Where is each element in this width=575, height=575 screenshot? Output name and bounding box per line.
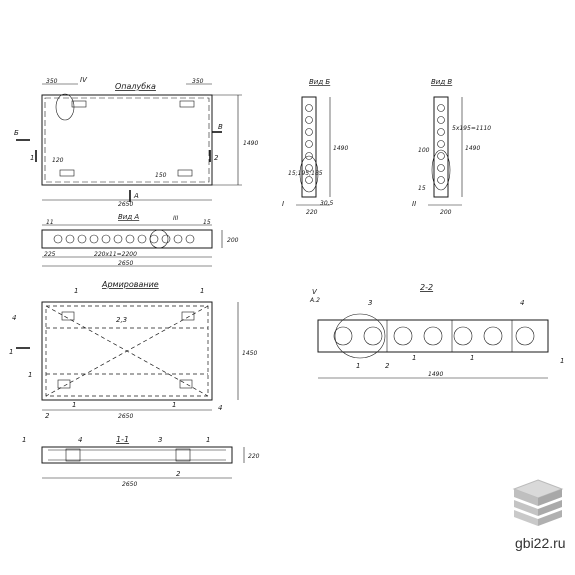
section-1-mark-r: 1	[9, 348, 13, 356]
brand-site-label[interactable]: gbi22.ru	[515, 535, 566, 551]
dim-100: 100	[418, 147, 430, 154]
node-ii-ellipse	[431, 149, 451, 191]
section-2-mark: 2	[214, 154, 219, 162]
mark-iv: IV	[80, 76, 88, 84]
node-iv-circle	[55, 93, 75, 121]
dim-220-s11: 220	[248, 453, 260, 460]
dim-1490-v: 1490	[465, 145, 480, 152]
pos-1-s11-right: 1	[206, 436, 210, 444]
mark-iii: III	[173, 215, 179, 222]
pos-1-sec-b: 1	[412, 354, 416, 362]
dim-span-a: 220х11=2200	[94, 251, 137, 258]
pos-3-sec: 3	[368, 299, 372, 307]
section-2-2-title: 2-2	[420, 283, 433, 292]
dim-15: 15	[203, 219, 211, 226]
dim-200: 200	[227, 237, 239, 244]
mark-ii: II	[412, 200, 416, 208]
dim-span-b: 15;195;185	[288, 170, 323, 177]
pos-2-bottom: 2	[45, 412, 50, 420]
mark-v-arrow: В	[218, 123, 223, 131]
pos-4-right: 4	[218, 404, 222, 412]
dim-150: 150	[155, 172, 167, 179]
pos-1-sec-d: 1	[560, 357, 564, 365]
dim-1450: 1450	[242, 350, 257, 357]
dim-305: 30,5	[320, 200, 334, 207]
reinforcement-title: Армирование	[101, 280, 159, 289]
pos-3-s11: 3	[158, 436, 162, 444]
dim-220-b: 220	[306, 209, 318, 216]
node-i-ellipse	[299, 155, 319, 193]
pos-1-s11-left: 1	[22, 436, 26, 444]
dim-span-v: 5х195=1110	[452, 125, 491, 132]
view-v-title: Вид В	[431, 78, 452, 86]
formwork-plan	[16, 83, 242, 202]
pos-1-bottom-right: 1	[172, 401, 176, 409]
mark-v-sub: A.2	[309, 297, 320, 304]
pos-1-bottom: 1	[72, 401, 76, 409]
view-b-title: Вид Б	[309, 78, 330, 86]
view-a	[41, 224, 223, 267]
view-a-title: Вид А	[118, 213, 139, 221]
view-b	[296, 96, 331, 206]
pos-1-top-left: 1	[74, 287, 78, 295]
section-1-1-title: 1-1	[116, 435, 129, 444]
dim-2650-r: 2650	[118, 413, 133, 420]
mark-i: I	[282, 200, 284, 208]
pos-1-mid-left: 1	[28, 371, 32, 379]
pos-1-sec-c: 1	[470, 354, 474, 362]
mark-a-arrow: А	[133, 192, 139, 200]
node-v-circle	[334, 313, 386, 359]
mark-b-arrow: Б	[14, 129, 19, 137]
section-1-1	[41, 446, 245, 479]
node-iii-circle	[149, 229, 169, 249]
section-2-2	[317, 313, 549, 379]
formwork-title: Опалубка	[115, 82, 156, 91]
dim-15-v: 15	[418, 185, 426, 192]
brand-logo-icon	[512, 479, 564, 526]
dim-2650-s11: 2650	[122, 481, 137, 488]
pos-1-top-right: 1	[200, 287, 204, 295]
mark-v-node: V	[312, 288, 318, 296]
pos-4-sec: 4	[520, 299, 524, 307]
section-1-mark: 1	[30, 154, 34, 162]
pos-2-sec: 2	[385, 362, 390, 370]
dim-1490-b: 1490	[333, 145, 348, 152]
dim-2650-a: 2650	[118, 260, 133, 267]
dim-225: 225	[44, 251, 56, 258]
dim-200-v: 200	[440, 209, 452, 216]
dim-120: 120	[52, 157, 64, 164]
pos-1-sec-a: 1	[356, 362, 360, 370]
dim-350-right: 350	[192, 78, 204, 85]
dim-1490-sec: 1490	[428, 371, 443, 378]
dim-11: 11	[46, 219, 54, 226]
view-v	[428, 96, 463, 206]
dim-350-left: 350	[46, 78, 58, 85]
dim-1490-right: 1490	[243, 140, 258, 147]
pos-23: 2,3	[116, 316, 127, 324]
pos-4-left: 4	[12, 314, 16, 322]
pos-2-s11: 2	[176, 470, 181, 478]
pos-4-s11: 4	[78, 436, 82, 444]
dim-2650-top: 2650	[118, 201, 133, 208]
reinforcement-plan	[16, 301, 239, 411]
